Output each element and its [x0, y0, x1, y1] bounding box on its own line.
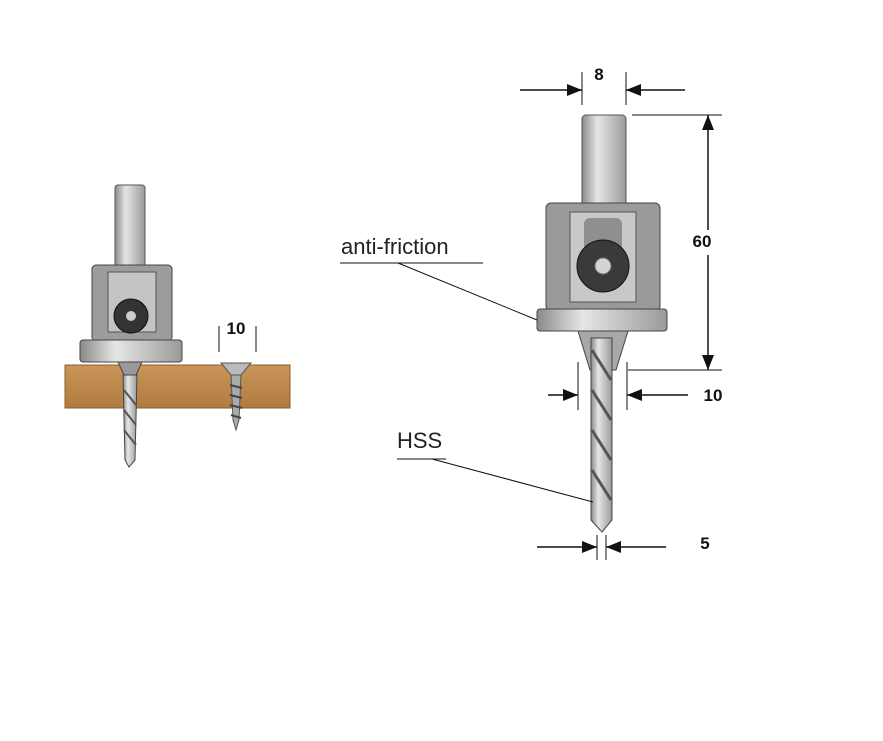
screw: [219, 362, 253, 432]
tool-drawing: 8 60 10 5 anti-friction HSS: [340, 65, 722, 560]
countersink-diameter-dimension: 10: [704, 386, 723, 405]
collar: [536, 308, 668, 332]
drill-diameter-dimension: 5: [700, 534, 709, 553]
shank: [114, 184, 146, 268]
shank: [581, 114, 627, 208]
collar: [79, 339, 183, 363]
usage-illustration: 10: [64, 184, 291, 468]
anti-friction-label: anti-friction: [341, 234, 449, 259]
drill-bit: [122, 374, 138, 468]
wood-board: [64, 364, 291, 409]
shank-diameter-dimension: 8: [594, 65, 603, 84]
drill-bit: [590, 337, 613, 533]
total-length-dimension: 60: [693, 232, 712, 251]
hss-label: HSS: [397, 428, 442, 453]
usage-countersink-dimension: 10: [227, 319, 246, 338]
